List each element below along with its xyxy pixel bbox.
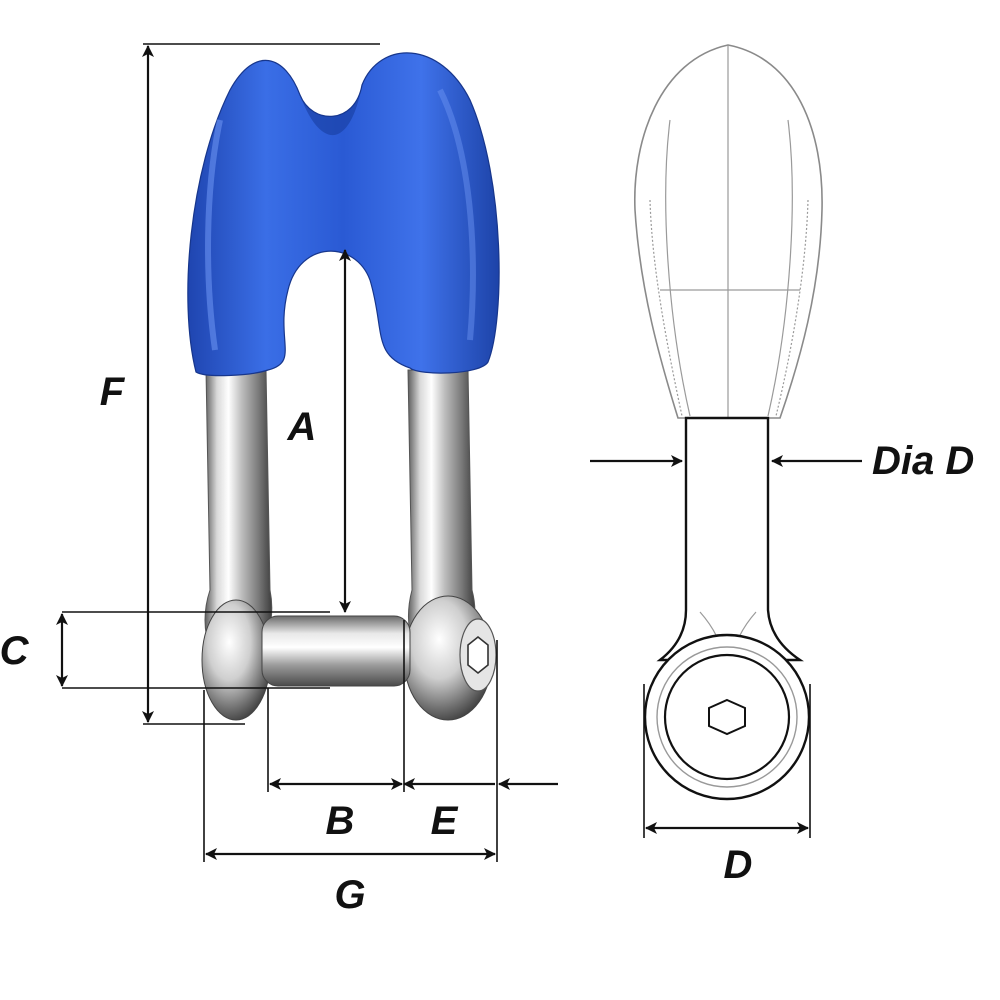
left-eye [201,599,271,721]
hex-socket-icon [467,635,489,675]
dimension-g: G [203,690,496,917]
dimension-c: C [0,611,330,689]
dimension-d: D [643,684,811,887]
blue-cover [187,52,500,377]
hex-socket-icon [708,698,746,736]
shackle-photo-icon [187,52,500,721]
label-dia-d: Dia D [872,439,974,483]
dimension-b-e: B E [267,620,558,862]
label-d: D [724,843,753,887]
label-f: F [100,370,126,414]
label-c: C [0,629,30,673]
label-a: A [287,405,317,449]
saddle-shade [300,85,362,136]
cover-highlight-right [437,88,476,341]
side-view-stem [656,416,804,662]
shackle-side-view-icon [634,44,823,801]
dimension-dia-d: Dia D [590,439,974,483]
dimension-f: F [100,43,380,725]
label-e: E [431,799,459,843]
label-g: G [334,873,365,917]
pin [261,615,411,687]
dimension-a: A [287,249,351,613]
cover-highlight [205,119,223,351]
label-b: B [326,799,355,843]
